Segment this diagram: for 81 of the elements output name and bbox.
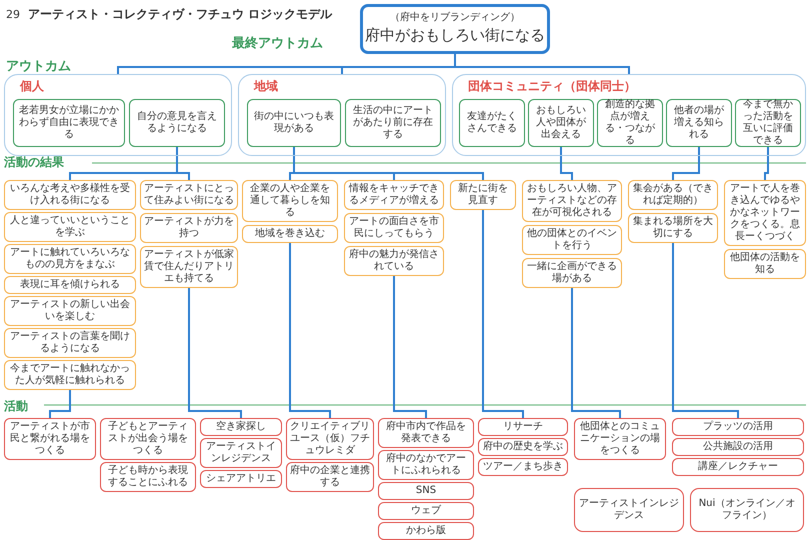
outcome-box: 生活の中にアートがあたり前に存在する [345,99,441,147]
activity-box: 他団体とのコミュニケーションの場をつくる [574,418,666,460]
activity-box: ツアー／まち歩き [478,458,568,476]
connector-line [49,390,71,418]
outcome-box: 今まで無かった活動を互いに評価できる [735,99,801,147]
result-box: アーティストの新しい出会いを楽しむ [4,296,136,326]
outcome-box: 自分の意見を言えるようになる [129,99,225,147]
activity-box: Nui（オンライン／オフライン） [690,488,804,532]
activity-box: SNS [378,482,474,500]
result-box: アーティストにとって住みよい街になる [140,180,238,210]
outcome-box: 友達がたくさんできる [459,99,525,147]
group-heading: 地域 [251,78,281,95]
result-box: アートで人を巻き込んでゆるやかなネットワークをつくる。息長ーくつづく [724,180,806,246]
group-frame [452,74,806,156]
activity-box: プラッツの活用 [672,418,804,436]
activity-box: 府中のなかでアートにふれられる [378,450,474,480]
goal-box [360,4,550,54]
diagram-title: アーティスト・コレクティヴ・フチュウ ロジックモデル [28,6,332,23]
activity-box: シェアアトリエ [200,470,282,488]
outcome-box: 他者の場が増える知られる [666,99,732,147]
activity-box: アーティストインレジデンス [200,438,282,468]
connector-line [454,54,630,74]
result-box: 集会がある（できれば定期的） [628,180,718,210]
result-box: アーティストの言葉を聞けるようになる [4,328,136,358]
group-frame [4,74,232,156]
activity-box: クリエイティブリユース（仮）フチュウレミダ [286,418,374,460]
connector-line [188,288,242,418]
group-frame [238,74,446,156]
connector-line [293,147,484,180]
connector-line [482,210,524,418]
outcome-box: 創造的な拠点が増える・つながる [597,99,663,147]
activity-box: 公共施設の活用 [672,438,804,456]
connector-line [176,147,190,180]
page-number: 29 [6,8,20,21]
result-box: アーティストが力を持つ [140,213,238,243]
connector-line [672,243,739,418]
connector-line [672,147,700,180]
activity-box: ウェブ [378,502,474,520]
connector-line [289,243,331,418]
section-label: アウトカム [6,58,71,75]
result-box: 府中の魅力が発信されている [344,246,444,276]
result-box: 人と違っていいということを学ぶ [4,212,136,242]
activity-box: アーティストインレジデンス [574,488,684,532]
result-box: アートに触れていろいろなものの見方をまなぶ [4,244,136,274]
connector-line [764,147,769,180]
goal-text: 府中がおもしろい街になる [364,26,546,45]
result-box: アーティストが低家賃で住んだりアトリエも持てる [140,246,238,288]
group-heading: 個人 [17,78,47,95]
outcome-box: 老若男女が立場にかかわらず自由に表現できる [13,99,125,147]
result-box: 情報をキャッチできるメディアが増える [344,180,444,210]
result-box: 集まれる場所を大切にする [628,213,718,243]
result-box: 一緒に企画ができる場がある [522,258,622,288]
result-box: 地域を巻き込む [242,225,338,243]
activity-box: アーティストが市民と繋がれる場をつくる [4,418,96,460]
section-label: 活動の結果 [4,154,64,171]
result-box: おもしろい人物、アーティストなどの存在が可視化される [522,180,622,222]
result-box: いろんな考えや多様性を受け入れる街になる [4,180,136,210]
activity-box: 子ども時から表現することにふれる [100,462,196,492]
activity-box: 空き家探し [200,418,282,436]
result-box: 新たに街を見直す [450,180,516,210]
outcome-box: おもしろい人や団体が出会える [528,99,594,147]
result-box: アートの面白さを市民にしってもらう [344,213,444,243]
connector-line [393,276,427,418]
section-label: 最終アウトカム [232,35,323,52]
result-box: 企業の人や企業を通して暮らしを知る [242,180,338,222]
result-box: 他の団体とのイベントを行う [522,225,622,255]
goal-subtitle: （府中をリブランディング） [389,10,521,24]
section-label: 活動 [4,398,28,415]
activity-box: かわら版 [378,522,474,540]
activity-box: 講座／レクチャー [672,458,804,476]
activity-box: 府中の企業と連携する [286,462,374,492]
activity-box: 子どもとアーティストが出会う場をつくる [100,418,196,460]
activity-box: 府中の歴史を学ぶ [478,438,568,456]
connector-line [560,147,573,180]
activity-box: リサーチ [478,418,568,436]
result-box: 今までアートに触れなかった人が気軽に触れられる [4,360,136,390]
result-box: 表現に耳を傾けられる [4,276,136,294]
connector-line [571,288,621,418]
activity-box: 府中市内で作品を発表できる [378,418,474,448]
result-box: 他団体の活動を知る [724,249,806,279]
outcome-box: 街の中にいつも表現がある [247,99,341,147]
